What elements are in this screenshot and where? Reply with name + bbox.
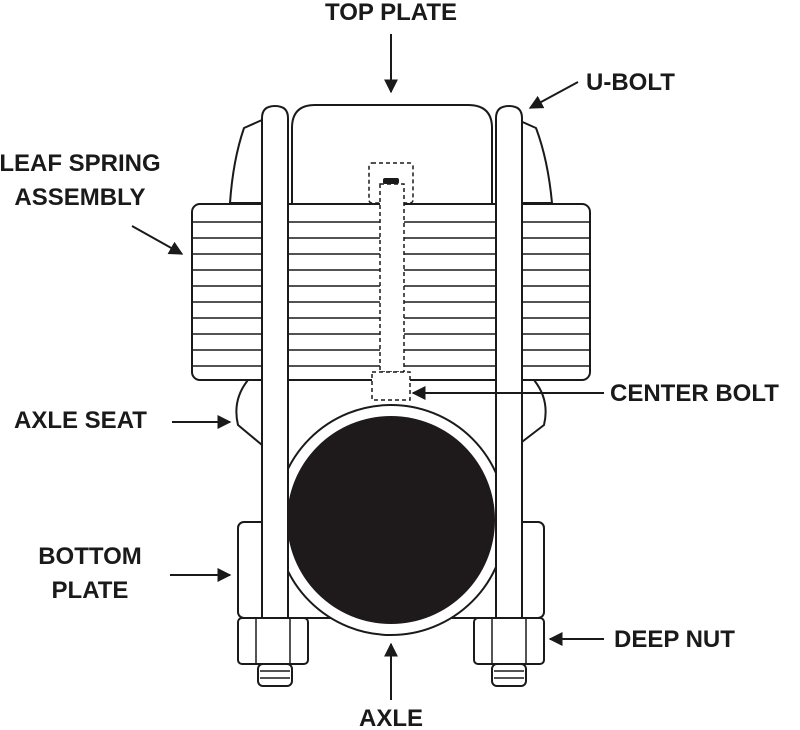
deep-nut-left: [237, 617, 309, 687]
deep-nut-label: DEEP NUT: [614, 626, 735, 653]
u-bolt-label: U-BOLT: [586, 69, 675, 96]
bottom-plate-label-line2: PLATE: [52, 577, 129, 604]
top-plate-wing-left: [229, 119, 263, 204]
u-bolt-arrow: [528, 81, 579, 109]
axle-seat-label: AXLE SEAT: [14, 407, 147, 434]
deep-nut-right: [473, 617, 545, 687]
center-bolt-label: CENTER BOLT: [610, 380, 779, 407]
axle: [275, 404, 507, 636]
leaf-spring-label-line2: ASSEMBLY: [14, 184, 145, 211]
top-plate: [291, 104, 493, 205]
center-bolt: [368, 162, 414, 401]
u-bolt-leg-left: [261, 105, 289, 681]
leaf-spring-arrow: [131, 225, 184, 255]
axle-label: AXLE: [359, 705, 423, 730]
top-plate-label: TOP PLATE: [325, 0, 457, 26]
bottom-plate-label-line1: BOTTOM: [38, 543, 142, 570]
top-plate-wing-right: [517, 119, 553, 204]
leaf-spring-label-line1: LEAF SPRING: [0, 150, 161, 177]
